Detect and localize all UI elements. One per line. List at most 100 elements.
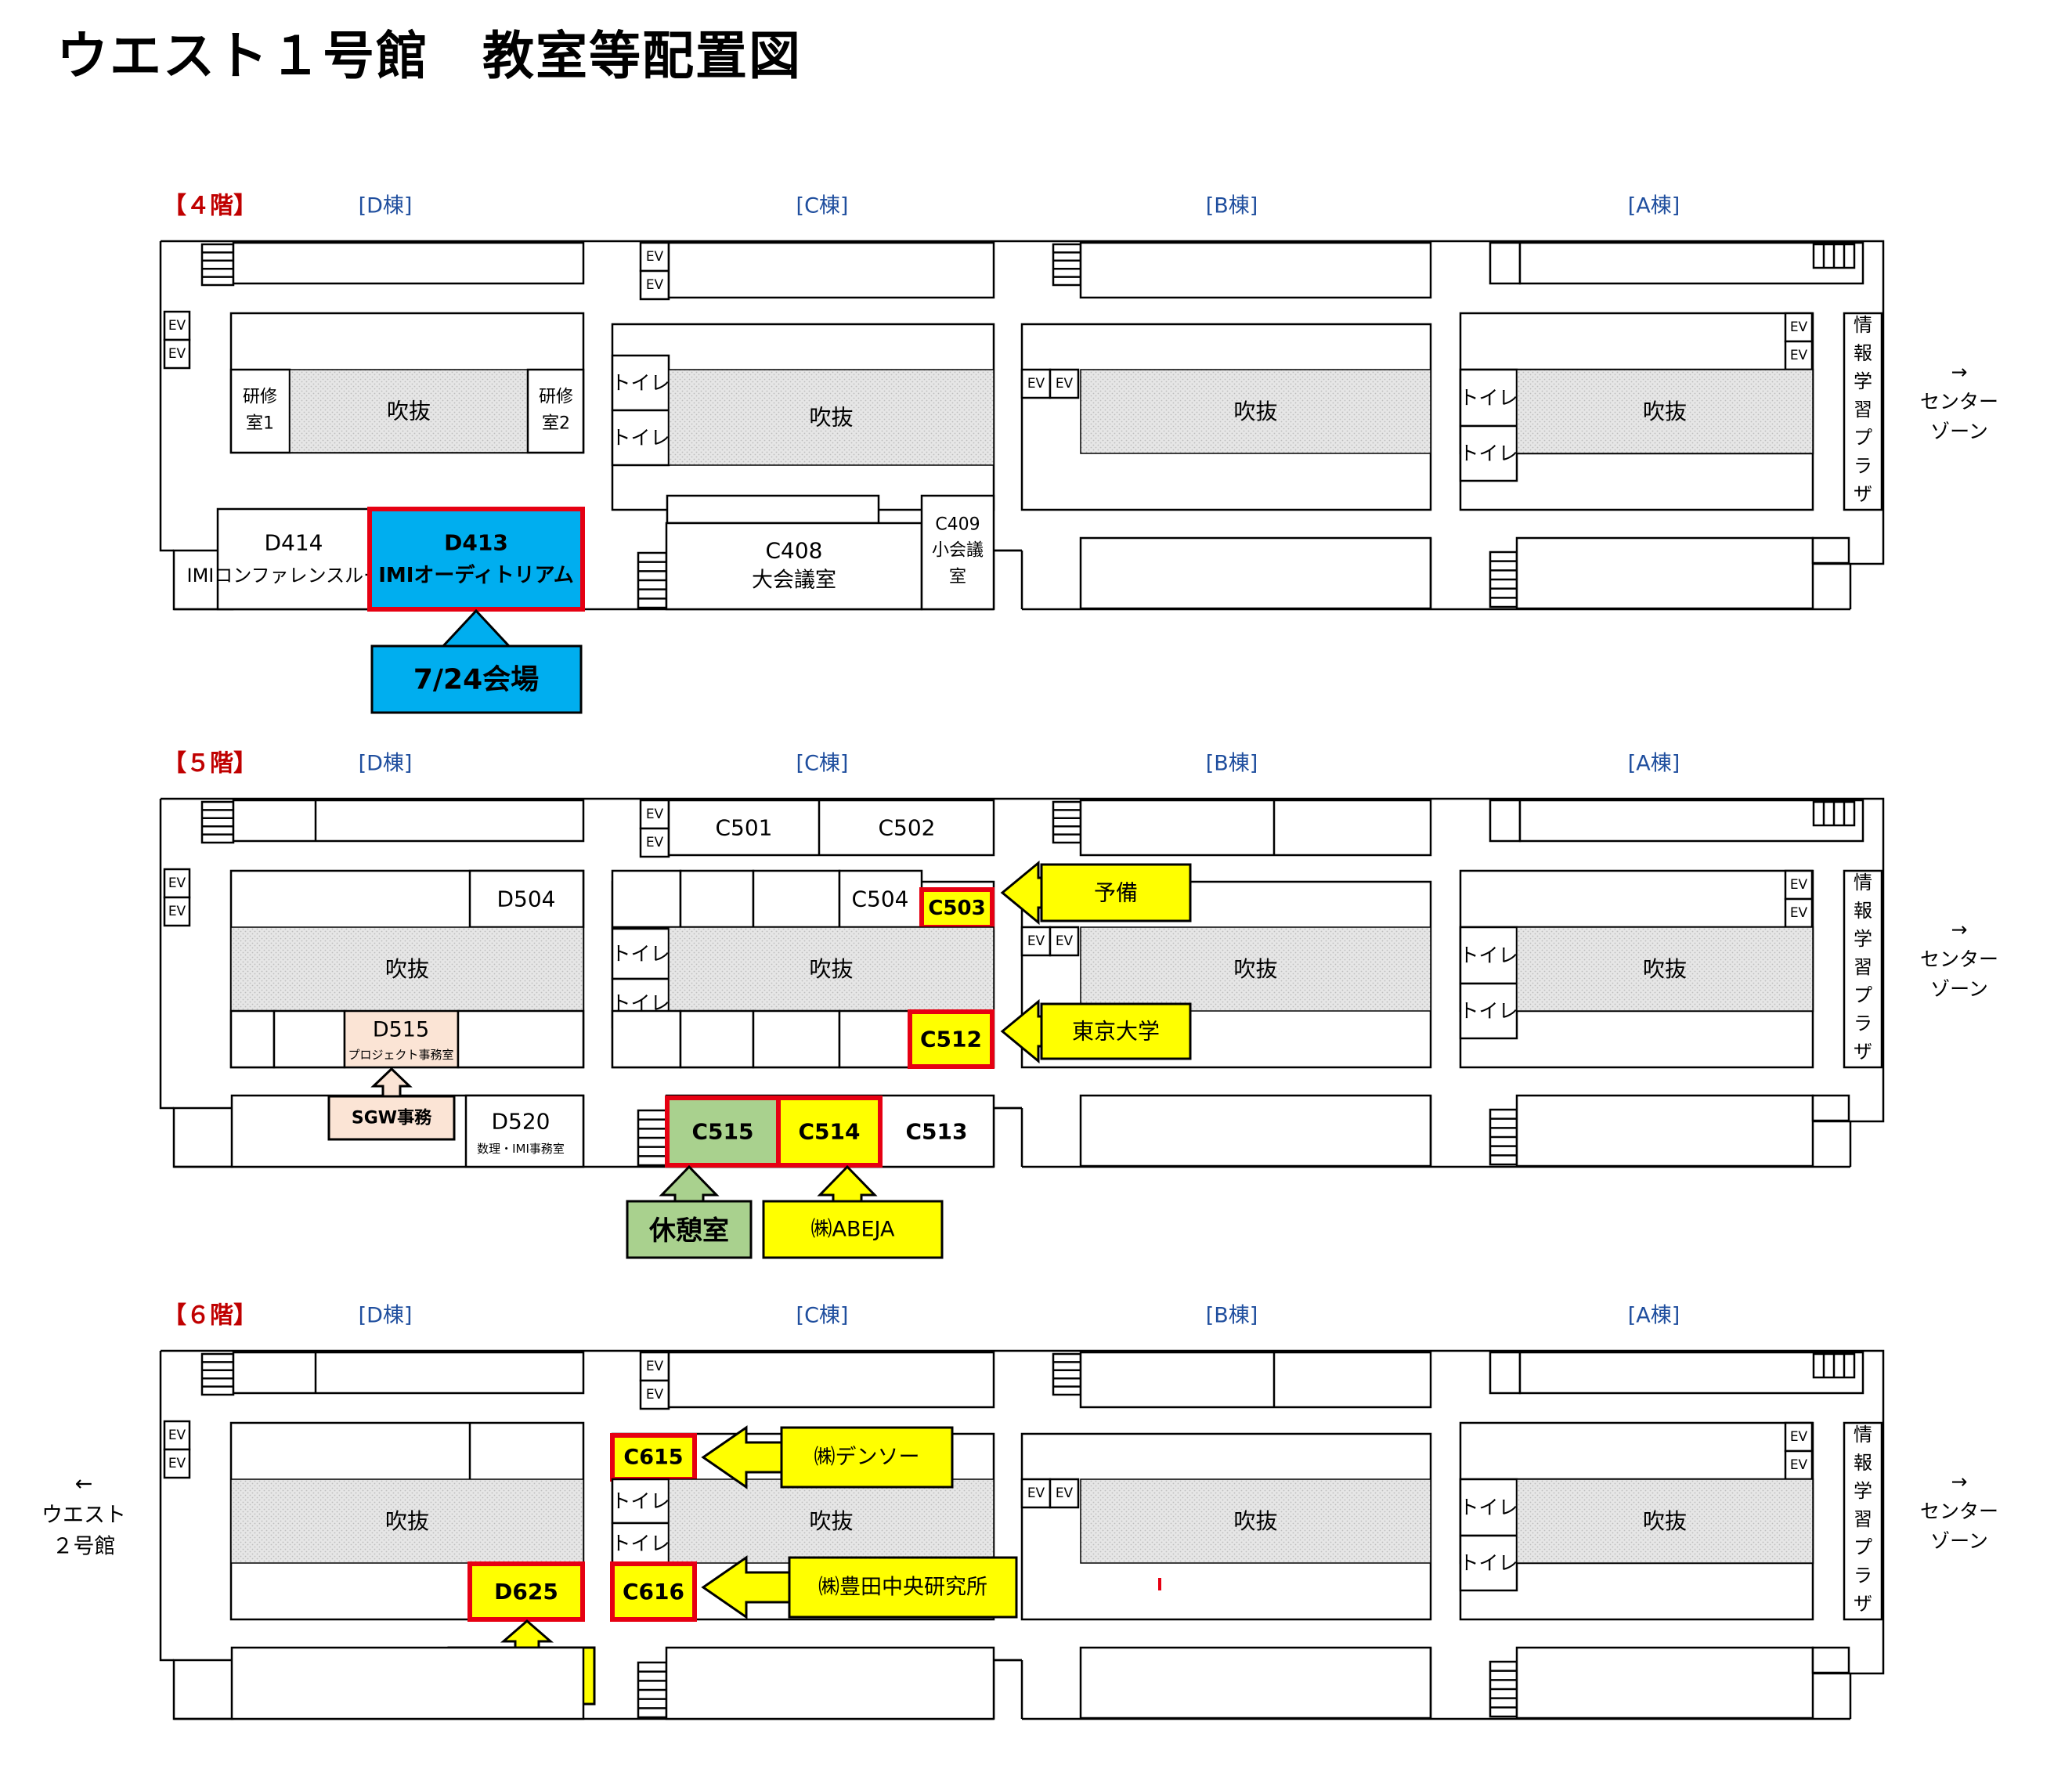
room-a-south (1515, 1094, 1814, 1168)
elevator-a-1-label: EV (1790, 319, 1808, 335)
elevator-d-1-label: EV (168, 318, 186, 334)
floor-label: 【４階】 (163, 193, 257, 220)
arrow-to-c515 (659, 1164, 720, 1203)
room-c-bot-4 (838, 1009, 911, 1069)
room-a-south (1515, 1646, 1814, 1720)
toilet-a-1-label: トイレ (1459, 944, 1518, 967)
stairs-icon (1052, 1352, 1082, 1396)
toilet-a-1-label: トイレ (1459, 387, 1518, 410)
toilet-a-1 (1459, 368, 1518, 428)
room-c503-label: C503 (928, 897, 985, 920)
outer-wall (159, 797, 1885, 1123)
room-a-north-small (1489, 241, 1522, 285)
toilet-c-2-label: トイレ (611, 427, 670, 449)
stairs-icon (200, 243, 235, 287)
callout-tokyo[interactable] (1040, 1002, 1192, 1060)
callout-toyota[interactable] (788, 1556, 1018, 1619)
info-plaza-char-1: 報 (1854, 342, 1872, 364)
corridor-room-d-north (232, 799, 585, 843)
elevator-d-1-label: EV (168, 1428, 186, 1443)
room-c615-label: C615 (623, 1446, 683, 1470)
info-plaza-char-3: 習 (1854, 399, 1872, 421)
elevator-b-2-label: EV (1056, 1486, 1074, 1501)
room-c408 (665, 522, 923, 611)
toilet-c-2-label: トイレ (611, 1532, 670, 1555)
building-label-D: [D棟] (359, 194, 413, 218)
info-plaza-char-5: ラ (1854, 1013, 1872, 1034)
training-room-1-line2: 室1 (246, 414, 274, 434)
atrium-a-label: 吹抜 (1643, 399, 1687, 424)
room-c512[interactable] (908, 1009, 994, 1069)
toilet-a-2 (1459, 1534, 1518, 1592)
room-c502-label: C502 (879, 815, 936, 841)
training-room-2-line1: 研修 (539, 388, 573, 407)
info-plaza-char-5: ラ (1854, 455, 1872, 477)
elevator-b-2 (1049, 1478, 1080, 1509)
info-plaza-char-3: 習 (1854, 956, 1872, 978)
room-d520 (464, 1094, 585, 1168)
room-c504-label: C504 (852, 886, 909, 912)
atrium-a (1516, 926, 1814, 1012)
corner-room-d (172, 1106, 234, 1168)
room-a-south-small (1811, 1646, 1850, 1674)
room-c-south (665, 1646, 995, 1720)
elevator-a-2-label: EV (1790, 348, 1808, 363)
toilet-a-1-label: トイレ (1459, 1496, 1518, 1519)
room-a-north-small (1489, 1351, 1522, 1395)
room-c615[interactable] (610, 1433, 697, 1482)
room-c-north (667, 241, 995, 299)
atrium-a-label: 吹抜 (1643, 1508, 1687, 1534)
building-label-B: [B棟] (1206, 752, 1258, 776)
room-a-north (1518, 1351, 1864, 1395)
info-plaza-char-3: 習 (1854, 1508, 1872, 1530)
outer-wall (159, 1349, 1885, 1675)
room-c515-label: C515 (692, 1119, 754, 1145)
room-c514-label: C514 (799, 1119, 861, 1145)
room-d625[interactable] (467, 1561, 585, 1622)
elevator-a-1-label: EV (1790, 1429, 1808, 1445)
callout-denso[interactable] (780, 1426, 954, 1489)
room-c512-label: C512 (920, 1027, 982, 1052)
arrow-to-d625 (500, 1619, 554, 1649)
building-label-A: [A棟] (1628, 752, 1680, 776)
building-label-B: [B棟] (1206, 1304, 1258, 1328)
toilet-c-1-label: トイレ (611, 1490, 670, 1513)
room-c501-label: C501 (716, 815, 773, 841)
atrium-b (1080, 1478, 1431, 1564)
room-d504-label: D504 (496, 886, 555, 912)
room-c616-label: C616 (623, 1579, 684, 1605)
toilet-c-1-label: トイレ (611, 372, 670, 395)
elevator-d-2 (163, 896, 191, 927)
center-zone-label-2: ゾーン (1930, 1530, 1988, 1553)
training-room-1-line1: 研修 (243, 388, 277, 407)
room-b-south (1079, 536, 1432, 610)
toilet-a-1 (1459, 1478, 1518, 1537)
room-a-north-small (1489, 799, 1522, 843)
center-zone-label-2: ゾーン (1930, 978, 1988, 1001)
callout-rest[interactable] (626, 1200, 753, 1259)
info-plaza (1843, 1421, 1883, 1621)
center-zone-label-0: → (1951, 919, 1968, 941)
stairs-icon (200, 800, 235, 844)
callout-abeja[interactable] (762, 1200, 944, 1259)
room-c616[interactable] (610, 1561, 697, 1622)
atrium-b (1080, 369, 1431, 454)
west2-label-0: ← (75, 1472, 93, 1496)
info-plaza-char-0: 情 (1854, 1424, 1872, 1446)
center-zone-label-0: → (1951, 361, 1968, 384)
callout-sgw[interactable] (327, 1095, 456, 1141)
toilet-c-1-label: トイレ (611, 943, 670, 966)
training-room-2-line2: 室2 (542, 414, 570, 434)
toilet-a-2-label: トイレ (1459, 442, 1518, 465)
room-d413[interactable] (367, 507, 585, 612)
room-c514[interactable] (776, 1096, 883, 1168)
callout-reserve[interactable] (1040, 863, 1192, 922)
west2-label-2: ２号館 (52, 1535, 116, 1559)
atrium-d (230, 926, 584, 1012)
elevator-c-2-label: EV (646, 835, 664, 850)
room-c409 (920, 494, 995, 611)
callout-venue[interactable] (370, 644, 583, 714)
center-zone-label-1: センター (1920, 1500, 1998, 1523)
info-plaza-char-6: ザ (1854, 1593, 1872, 1615)
